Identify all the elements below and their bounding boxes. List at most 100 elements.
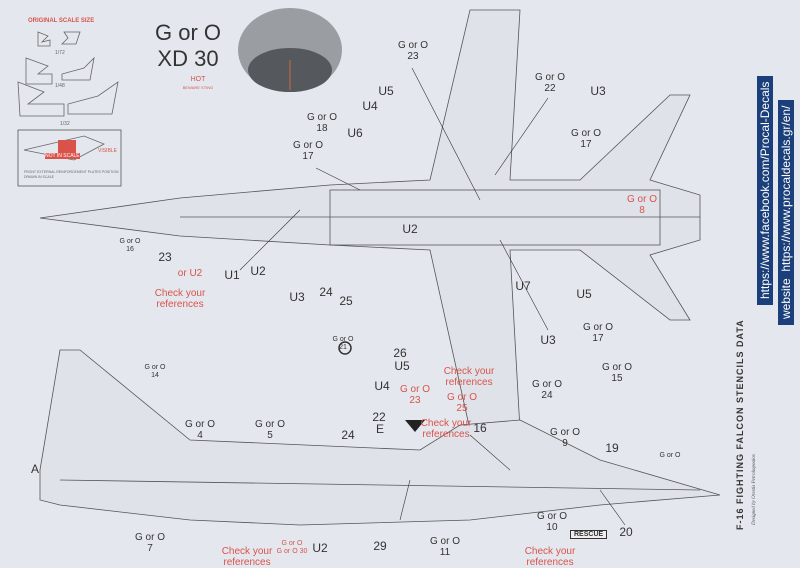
callout-text: 26 [393, 346, 407, 360]
header: G or O XD 30 [155, 20, 221, 72]
top-callout: U6 [347, 127, 362, 139]
side-callout: E [376, 423, 384, 435]
callout-text: references [223, 557, 271, 568]
rescue-arrow-label: RESCUE [570, 530, 608, 539]
scale-note: FRONT EXTERNAL REINFORCEMENT PLATES POSI… [24, 170, 119, 179]
callout-text: U4 [362, 99, 378, 113]
callout-text: U7 [515, 279, 531, 293]
callout-text: 25 [339, 294, 353, 308]
side-callout: 29 [373, 539, 387, 553]
scale-1-48: 1/48 [55, 83, 65, 89]
callout-text: Check your [420, 418, 472, 429]
callout-text: 20 [619, 525, 633, 539]
callout-text: 25 [456, 403, 468, 414]
top-callout: U5 [378, 84, 394, 98]
callout-text: U2 [250, 264, 266, 278]
scale-1-72: 1/72 [55, 50, 65, 56]
callout-text: G or O [281, 540, 303, 547]
sheet-title: F-16 FIGHTING FALCON STENCILS DATA [735, 319, 745, 530]
callout-text: U5 [378, 84, 394, 98]
callout-text: Check your [154, 288, 206, 299]
header-line2: XD 30 [157, 46, 219, 71]
website-url[interactable]: https://www.procaldecals.gr/en/ [779, 105, 793, 272]
side-callout: 19 [605, 441, 619, 455]
website-link[interactable]: website https://www.procaldecals.gr/en/ [778, 99, 794, 325]
callout-text: U5 [394, 359, 410, 373]
callout-text: G or O [292, 140, 324, 151]
side-callout: 24 [341, 429, 354, 441]
callout-text: U3 [590, 84, 606, 98]
callout-text: 19 [605, 441, 619, 455]
callout-text: 9 [562, 438, 568, 449]
top-callout: U1 [224, 269, 239, 281]
callout-text: G or O [582, 322, 614, 333]
callout-text: G or O [626, 194, 658, 205]
facebook-link[interactable]: https://www.facebook.com/Procal-Decals [757, 75, 773, 305]
callout-text: U4 [374, 379, 390, 393]
top-callout: U5 [576, 288, 591, 300]
callout-text: G or O 30 [276, 548, 308, 555]
callout-text: references [445, 377, 493, 388]
callout-text: 23 [158, 250, 172, 264]
scale-1-32: 1/32 [60, 121, 70, 127]
callout-text: 22 [372, 410, 386, 424]
callout-text: G or O [397, 40, 429, 51]
callout-text: G or O [429, 536, 461, 547]
top-view [39, 9, 701, 431]
callout-text: 14 [151, 372, 159, 379]
callout-text: 23 [409, 395, 421, 406]
callout-text: U2 [312, 541, 328, 555]
top-callout: U3 [590, 84, 606, 98]
callout-text: 29 [373, 539, 387, 553]
scale-title: ORIGINAL SCALE SIZE [28, 18, 95, 24]
top-callout: U3 [289, 290, 305, 304]
header-line1: G or O [155, 20, 222, 45]
callout-text: 17 [580, 139, 592, 150]
callout-text: references [422, 429, 470, 440]
callout-text: G or O [332, 336, 354, 343]
callout-text: 17 [592, 333, 604, 344]
callout-text: 5 [267, 430, 273, 441]
callout-text: 7 [147, 543, 153, 554]
hot-label-sub: BEWARE STING [182, 85, 214, 90]
callout-text: U3 [289, 290, 305, 304]
callout-text: or U2 [177, 268, 203, 279]
top-callout: U7 [515, 279, 531, 293]
callout-text: 16 [473, 421, 487, 435]
callout-text: G or O [659, 452, 681, 459]
side-callout: 22 [372, 410, 386, 424]
side-view [39, 349, 721, 526]
side-callout: U2 [312, 541, 328, 555]
not-in-scale-mark [58, 140, 76, 156]
side-callout: A [31, 463, 39, 475]
top-callout: U2 [402, 223, 417, 235]
callout-text: references [526, 557, 574, 568]
callout-text: G or O [549, 427, 581, 438]
top-callout: 25 [339, 294, 353, 308]
callout-text: 16 [126, 246, 134, 253]
callout-text: 23 [407, 51, 419, 62]
callout-text: 11 [439, 547, 451, 558]
callout-text: G or O [254, 419, 286, 430]
callout-text: G or O [399, 384, 431, 395]
callout-text: 15 [611, 373, 623, 384]
callout-text: G or O [119, 238, 141, 245]
callout-text: Check your [221, 546, 273, 557]
